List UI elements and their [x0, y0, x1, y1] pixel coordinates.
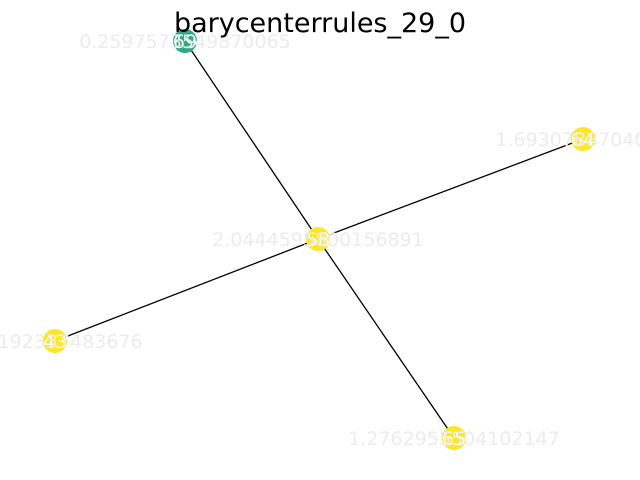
node-circle-65 — [442, 426, 466, 450]
node-id-label-65: 65 — [442, 428, 466, 450]
node-65: 65 — [442, 426, 466, 450]
nodes-layer: 69 64 58 43 65 — [43, 29, 595, 450]
node-69: 69 — [173, 29, 197, 53]
node-id-label-43: 43 — [43, 331, 67, 353]
edge-58-65 — [317, 238, 455, 439]
node-id-label-58: 58 — [306, 229, 330, 251]
node-64: 64 — [571, 127, 595, 151]
edge-58-69 — [184, 40, 319, 240]
node-id-label-69: 69 — [173, 31, 197, 53]
node-43: 43 — [43, 329, 67, 353]
node-value-label-69: 0.2597573549870065 — [79, 31, 291, 53]
node-circle-64 — [571, 127, 595, 151]
edges-layer — [54, 40, 584, 439]
edge-58-64 — [317, 138, 584, 240]
node-circle-58 — [306, 227, 330, 251]
node-value-label-65: 1.2762955504102147 — [348, 428, 560, 450]
node-value-label-43: 0.6192337483676 — [0, 331, 143, 353]
node-value-label-58: 2.0444595800156891 — [212, 229, 424, 251]
edge-58-43 — [54, 238, 319, 342]
node-58: 58 — [306, 227, 330, 251]
value-labels-layer: 0.2597573549870065 1.6930788704012 2.04445… — [0, 31, 640, 450]
graph-title: barycenterrules_29_0 — [174, 8, 466, 39]
node-circle-69 — [173, 29, 197, 53]
node-value-label-64: 1.6930788704012 — [495, 129, 640, 151]
node-circle-43 — [43, 329, 67, 353]
node-id-label-64: 64 — [571, 129, 595, 151]
